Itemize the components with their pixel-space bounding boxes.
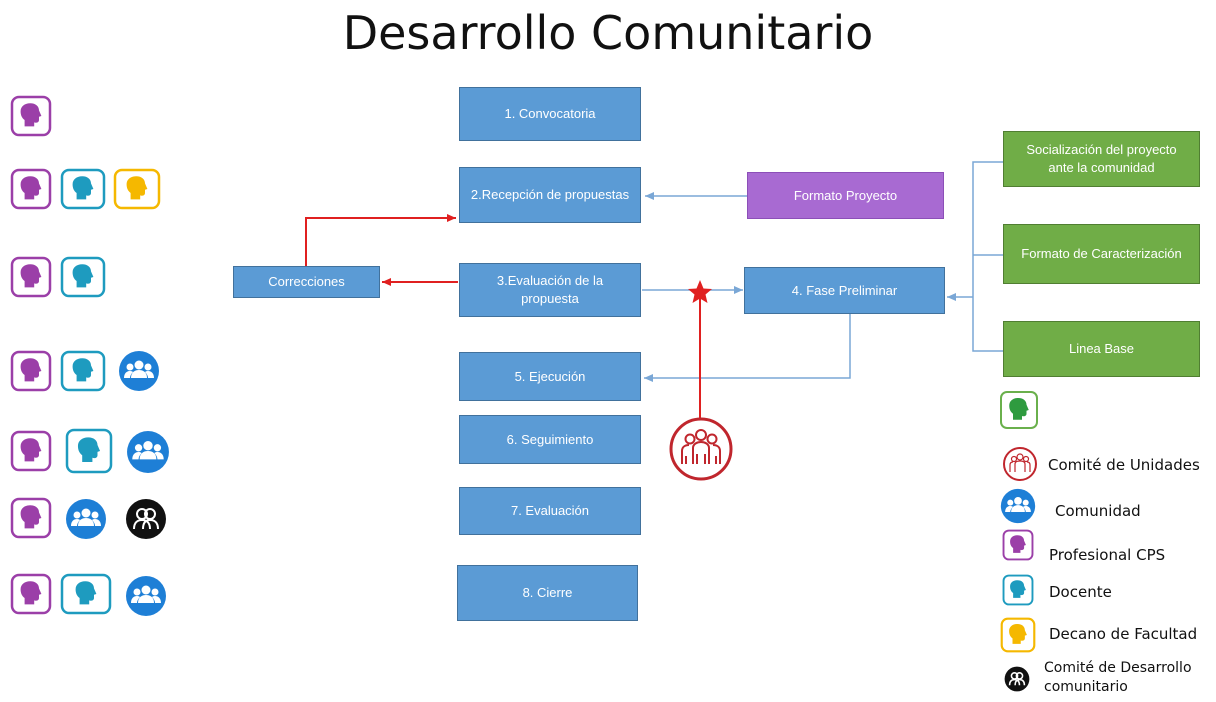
docente-icon	[65, 428, 113, 474]
page-title: Desarrollo Comunitario	[342, 6, 874, 60]
legend-decano-label: Decano de Facultad	[1049, 625, 1198, 643]
step-seguimiento[interactable]: 6. Seguimiento	[459, 415, 641, 464]
linea-base-box[interactable]: Linea Base	[1003, 321, 1200, 377]
step-convocatoria-label: 1. Convocatoria	[504, 106, 596, 121]
step-recepcion-label: 2.Recepción de propuestas	[470, 187, 630, 202]
step-ejecucion-label: 5. Ejecución	[514, 368, 586, 384]
legend-comite-desarrollo-line1: Comité de Desarrollo	[1044, 660, 1192, 676]
step-evaluacion[interactable]: 7. Evaluación	[459, 487, 641, 535]
comunidad-icon	[66, 499, 106, 539]
legend-comite-desarrollo-icon	[1004, 666, 1030, 692]
docente-icon	[60, 256, 106, 298]
profesional-icon	[10, 350, 52, 392]
correcciones-box[interactable]: Correcciones	[233, 266, 380, 298]
comite-desarrollo-icon	[126, 499, 166, 539]
legend-docente-icon	[1002, 574, 1034, 606]
legend-comite-desarrollo-label: Comité de Desarrollo comunitario	[1044, 659, 1192, 697]
step-seguimiento-label: 6. Seguimiento	[506, 431, 594, 447]
comunidad-icon	[126, 576, 166, 616]
step-convocatoria[interactable]: 1. Convocatoria	[459, 87, 641, 141]
comunidad-icon	[119, 351, 159, 391]
docente-icon	[60, 350, 106, 392]
fase-preliminar-label: 4. Fase Preliminar	[791, 282, 898, 298]
profesional-icon	[10, 430, 52, 472]
formato-caracterizacion-label: Formato de Caracterización	[1021, 246, 1182, 261]
step-evaluacion-label: 7. Evaluación	[510, 503, 590, 518]
legend-comunidad-icon	[1000, 488, 1036, 524]
docente-icon	[60, 168, 106, 210]
step-recepcion[interactable]: 2.Recepción de propuestas	[459, 167, 641, 223]
socializacion-label: Socialización del proyecto ante la comun…	[1026, 142, 1177, 175]
profesional-icon	[10, 95, 52, 137]
legend-profesional-icon	[1002, 529, 1034, 561]
legend-comunidad-label: Comunidad	[1055, 502, 1141, 520]
legend-comite-unidades-label: Comité de Unidades	[1048, 456, 1200, 474]
step-cierre-label: 8. Cierre	[522, 585, 573, 600]
profesional-icon	[10, 168, 52, 210]
step-cierre[interactable]: 8. Cierre	[457, 565, 638, 621]
green-person-icon	[1000, 391, 1038, 429]
step-evaluacion-propuesta-label: 3.Evaluación de la propuesta	[496, 273, 604, 306]
fase-preliminar-box[interactable]: 4. Fase Preliminar	[744, 267, 945, 314]
connector-green-bracket	[972, 161, 1003, 352]
formato-proyecto-box[interactable]: Formato Proyecto	[747, 172, 944, 219]
legend-comite-desarrollo-line2: comunitario	[1044, 679, 1128, 695]
connector-correcciones-to-recepcion	[305, 214, 456, 266]
legend-decano-icon	[1000, 617, 1036, 653]
step-ejecucion[interactable]: 5. Ejecución	[459, 352, 641, 401]
correcciones-label: Correcciones	[268, 274, 345, 289]
docente-icon	[60, 573, 112, 615]
formato-caracterizacion-box[interactable]: Formato de Caracterización	[1003, 224, 1200, 284]
profesional-icon	[10, 497, 52, 539]
profesional-icon	[10, 256, 52, 298]
profesional-icon	[10, 573, 52, 615]
legend-docente-label: Docente	[1049, 583, 1112, 601]
comite-unidades-icon	[669, 417, 733, 481]
connector-fase-to-ejecucion	[644, 313, 851, 382]
step-evaluacion-propuesta[interactable]: 3.Evaluación de la propuesta	[459, 263, 641, 317]
comunidad-icon	[127, 431, 169, 473]
legend-profesional-label: Profesional CPS	[1049, 546, 1166, 564]
socializacion-box[interactable]: Socialización del proyecto ante la comun…	[1003, 131, 1200, 187]
decano-icon	[113, 168, 161, 210]
linea-base-label: Linea Base	[1068, 341, 1135, 356]
legend-comite-unidades-icon	[1003, 447, 1037, 481]
star-icon	[688, 280, 712, 303]
formato-proyecto-label: Formato Proyecto	[793, 187, 898, 203]
